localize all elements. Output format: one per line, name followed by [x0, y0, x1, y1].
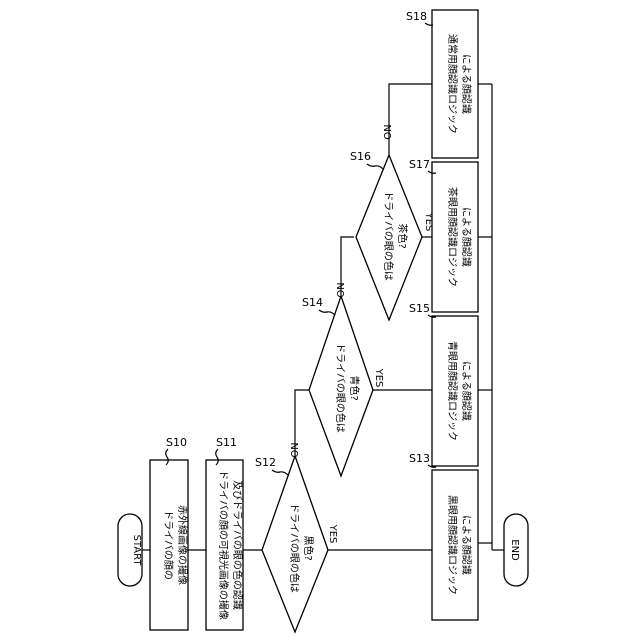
end-terminal: END: [504, 514, 528, 586]
s13-step-label: S13: [409, 452, 430, 465]
start-terminal: START: [118, 514, 142, 586]
s12-no-label: NO: [288, 442, 299, 457]
s12-yes-label: YES: [327, 524, 338, 544]
decision-s14: ドライバの眼の色は 青色? S14 NO YES: [302, 282, 384, 476]
s18-text-line2: による顔認識: [460, 54, 473, 114]
s14-step-label: S14: [302, 296, 323, 309]
s16-step-leader: [367, 164, 383, 169]
s16-text-line1: ドライバの眼の色は: [382, 191, 395, 281]
s10-text-line2: 赤外線画像の撮像: [176, 505, 189, 585]
s17-text-line1: 茶眼用顔認識ロジック: [446, 187, 459, 287]
s14-yes-label: YES: [373, 368, 384, 388]
s11-step-label: S11: [216, 436, 237, 449]
end-label: END: [509, 539, 520, 561]
s10-text-line1: ドライバの顔の: [162, 510, 175, 580]
decision-s12: ドライバの眼の色は 黒色? S12 NO YES: [255, 442, 338, 632]
s14-step-leader: [319, 310, 335, 315]
process-s15: 青眼用顔認識ロジック による顔認識 S15: [409, 302, 478, 466]
s11-text-line2: 及びドライバの眼の色の認識: [231, 480, 244, 610]
s12-step-leader: [272, 470, 288, 475]
s12-text-line1: ドライバの眼の色は: [288, 503, 301, 593]
s17-step-label: S17: [409, 158, 430, 171]
s16-step-label: S16: [350, 150, 371, 163]
s13-text-line1: 黒眼用顔認識ロジック: [446, 495, 459, 595]
process-s13: 黒眼用顔認識ロジック による顔認識 S13: [409, 452, 478, 620]
s16-text-line2: 茶色?: [396, 223, 409, 248]
decision-s16: ドライバの眼の色は 茶色? S16 NO YES: [350, 124, 434, 320]
s18-text-line1: 通常用顔認識ロジック: [446, 34, 459, 134]
s17-text-line2: による顔認識: [460, 207, 473, 267]
s10-step-label: S10: [166, 436, 187, 449]
s14-no-label: NO: [334, 282, 345, 297]
process-s10: ドライバの顔の 赤外線画像の撮像 S10: [150, 436, 189, 630]
start-label: START: [131, 535, 142, 567]
s14-text-line2: 青色?: [348, 375, 361, 400]
s18-step-label: S18: [406, 10, 427, 23]
s12-text-line2: 黒色?: [302, 535, 315, 560]
s16-no-label: NO: [381, 124, 392, 139]
s14-text-line1: ドライバの眼の色は: [334, 343, 347, 433]
s15-step-label: S15: [409, 302, 430, 315]
connector-s16-no: [389, 84, 432, 155]
s15-text-line2: による顔認識: [460, 361, 473, 421]
process-s11: ドライバの顔の可視光画像の撮像 及びドライバの眼の色の認識 S11: [206, 436, 244, 630]
s12-step-label: S12: [255, 456, 276, 469]
s15-text-line1: 青眼用顔認識ロジック: [446, 341, 459, 441]
s13-text-line2: による顔認識: [460, 515, 473, 575]
s11-text-line1: ドライバの顔の可視光画像の撮像: [217, 470, 230, 620]
